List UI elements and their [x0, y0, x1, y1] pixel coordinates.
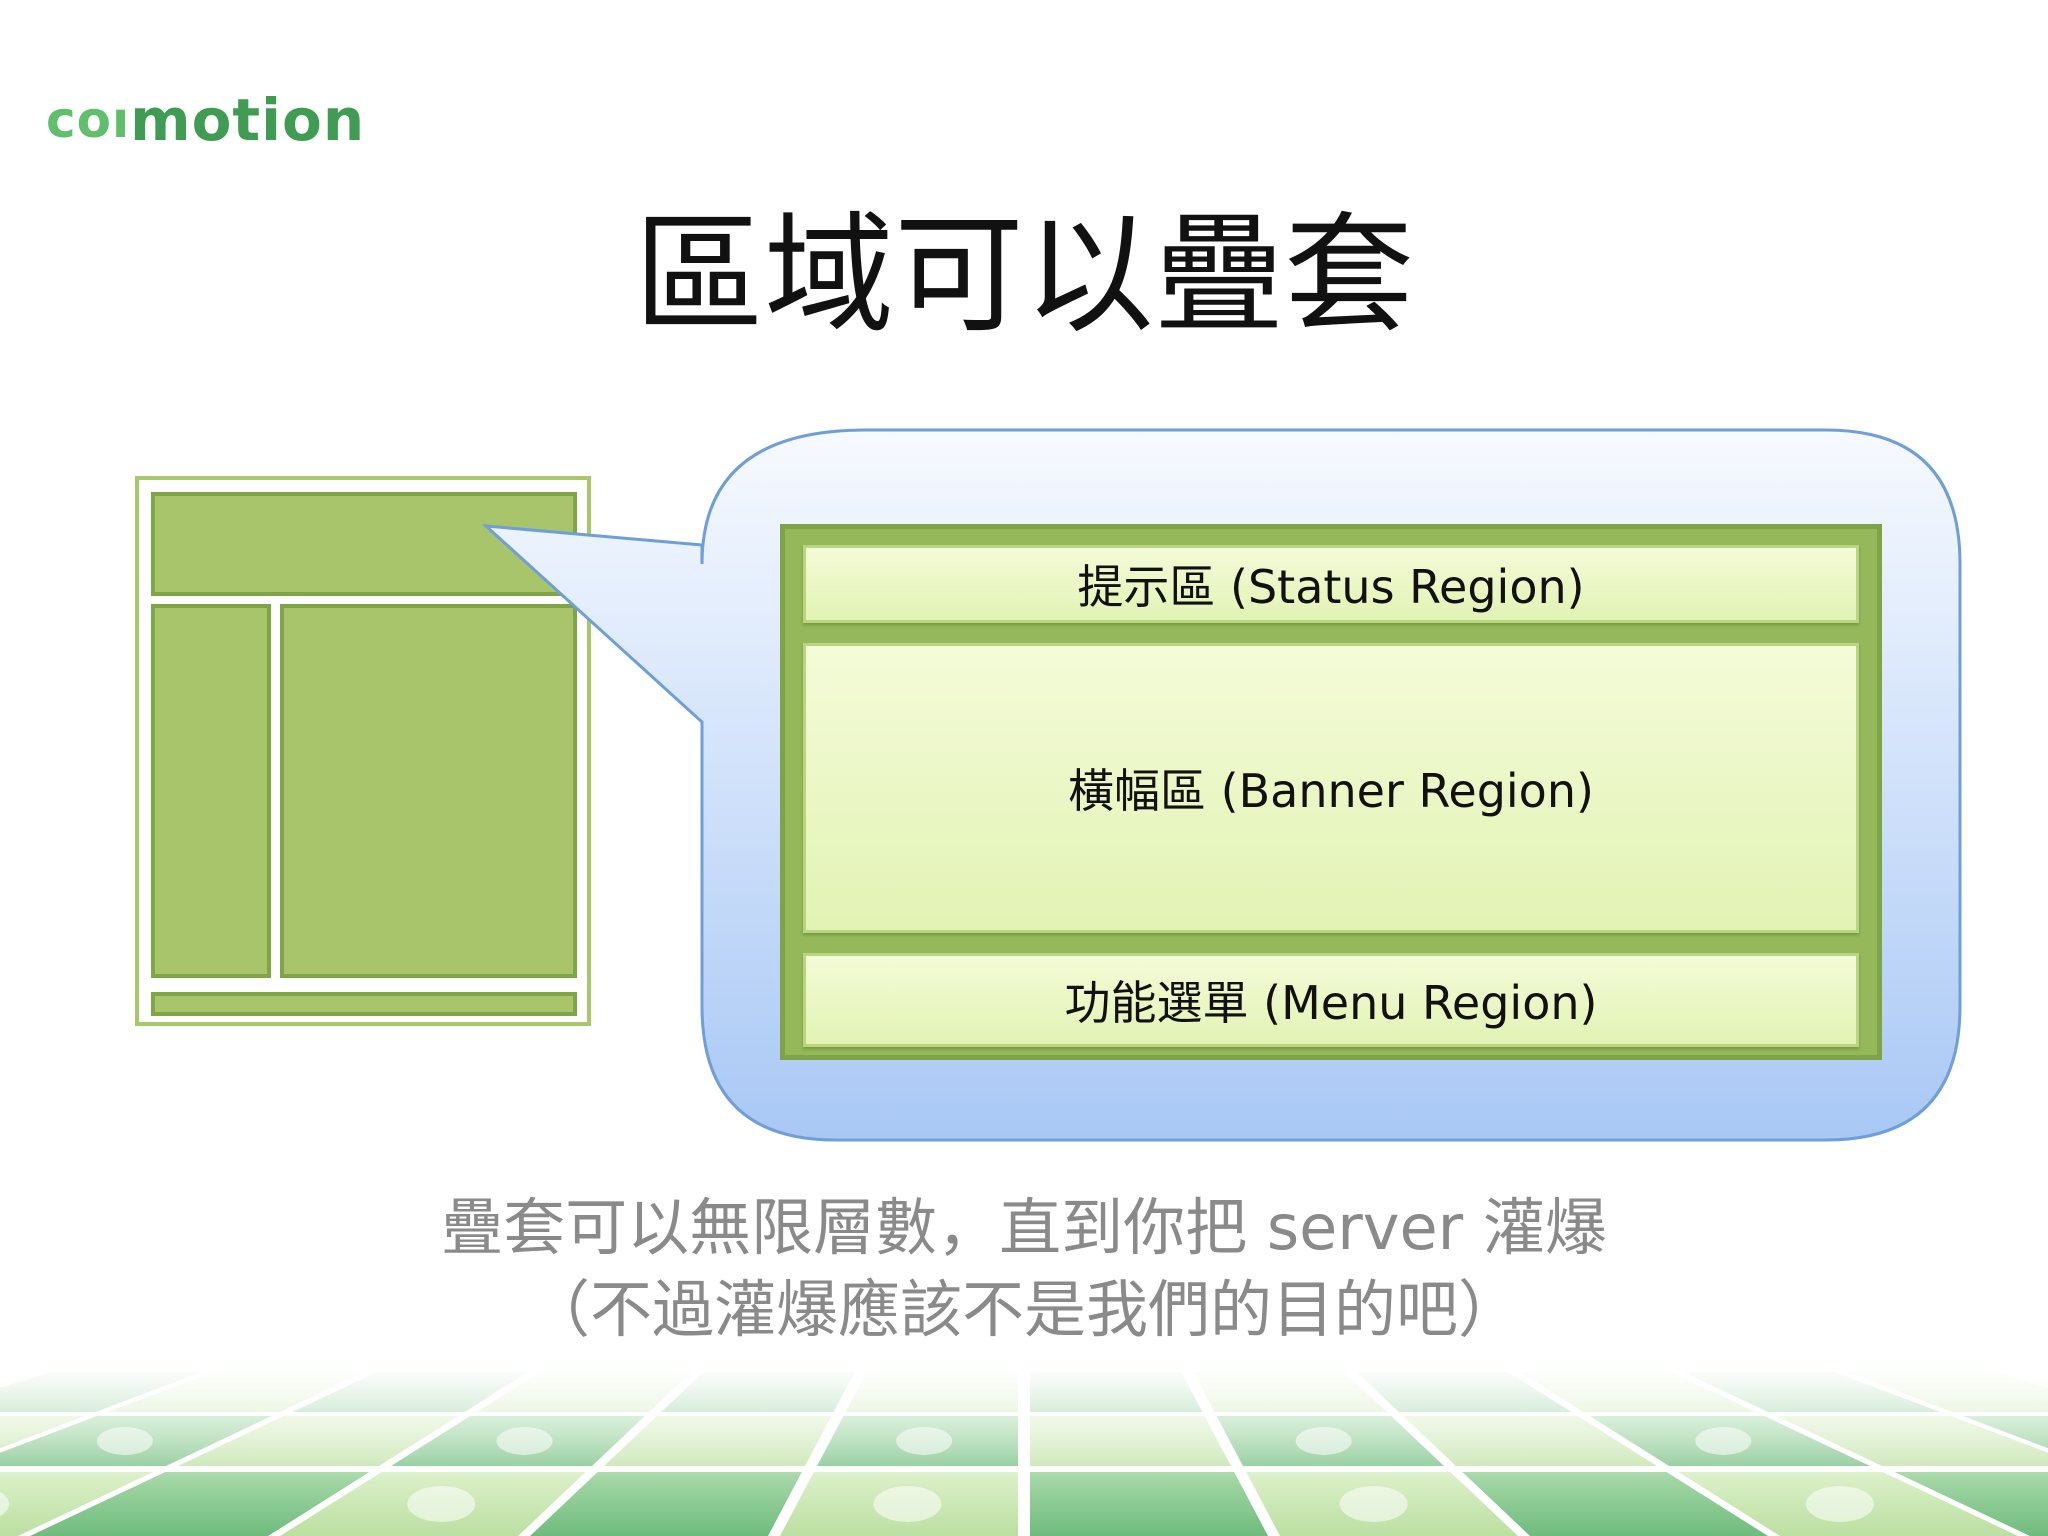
floor-tile: [476, 1372, 692, 1412]
floor-tile: [1846, 1372, 2048, 1412]
floor-tile: [1589, 1416, 1871, 1466]
floor-tile: [107, 1372, 365, 1412]
floor-tile: [780, 1472, 1018, 1536]
tree-icon: [1805, 1486, 1874, 1522]
slide-title: 區域可以疊套: [633, 199, 1414, 351]
floor-tile: [1462, 1472, 1768, 1536]
plane-icon: [496, 1427, 553, 1455]
floor-tile: [1356, 1372, 1572, 1412]
floor-tile: [1193, 1372, 1387, 1412]
menu-region: 功能選單 (Menu Region): [803, 953, 1859, 1047]
floor-tile: [0, 1416, 272, 1466]
floor-tile: [1403, 1416, 1658, 1466]
floor-tile: [292, 1372, 528, 1412]
coffee-icon: [0, 1491, 10, 1517]
caption-line-2: （不過灌爆應該不是我們的目的吧）: [527, 1273, 1520, 1346]
status-region: 提示區 (Status Region): [803, 545, 1859, 623]
floor-tile: [280, 1472, 586, 1536]
floor-tile: [1520, 1372, 1756, 1412]
car-icon: [96, 1427, 153, 1455]
tree-icon: [896, 1427, 953, 1455]
logo-word: motion: [130, 86, 366, 154]
floor-tile: [0, 1372, 202, 1412]
floor-tile: [177, 1416, 459, 1466]
floor-tile: [1246, 1472, 1518, 1536]
diamond-icon: [1695, 1427, 1752, 1455]
logo-prefix: co: [46, 91, 112, 149]
floor-tile: [845, 1372, 1018, 1412]
wireframe-footer-block: [151, 992, 577, 1016]
floor-tile: [1776, 1416, 2048, 1466]
floor-tile: [30, 1472, 370, 1536]
plane-icon: [1339, 1486, 1408, 1522]
floor-tile: [1683, 1372, 1941, 1412]
floor-tile: [530, 1472, 802, 1536]
wireframe-header-block: [151, 492, 577, 596]
floor-tile: [390, 1416, 645, 1466]
floor-tile: [603, 1416, 832, 1466]
floor-tile: [1894, 1472, 2048, 1536]
dragon-icon: [407, 1486, 476, 1522]
floor-tile: [0, 1472, 154, 1536]
wireframe-content-block: [280, 604, 577, 978]
car-icon: [873, 1486, 942, 1522]
banner-region: 橫幅區 (Banner Region): [803, 643, 1859, 933]
floor-tile: [1216, 1416, 1445, 1466]
wireframe-sidebar-block: [151, 604, 271, 978]
colmotion-logo: co ı motion: [46, 84, 365, 156]
floor-tile: [661, 1372, 855, 1412]
sofa-icon: [1295, 1427, 1352, 1455]
floor-tile: [816, 1416, 1018, 1466]
floor-tile: [1962, 1416, 2048, 1449]
logo-mark: ı: [112, 91, 131, 149]
floor-tile: [0, 1416, 86, 1449]
floor-tile: [1678, 1472, 2018, 1536]
floor-tile: [1030, 1416, 1232, 1466]
floor-tile: [1030, 1372, 1203, 1412]
floor-tile: [1030, 1472, 1268, 1536]
region-stack: 提示區 (Status Region) 橫幅區 (Banner Region) …: [780, 524, 1882, 1060]
caption-line-1: 疊套可以無限層數，直到你把 server 灌爆: [441, 1191, 1607, 1264]
